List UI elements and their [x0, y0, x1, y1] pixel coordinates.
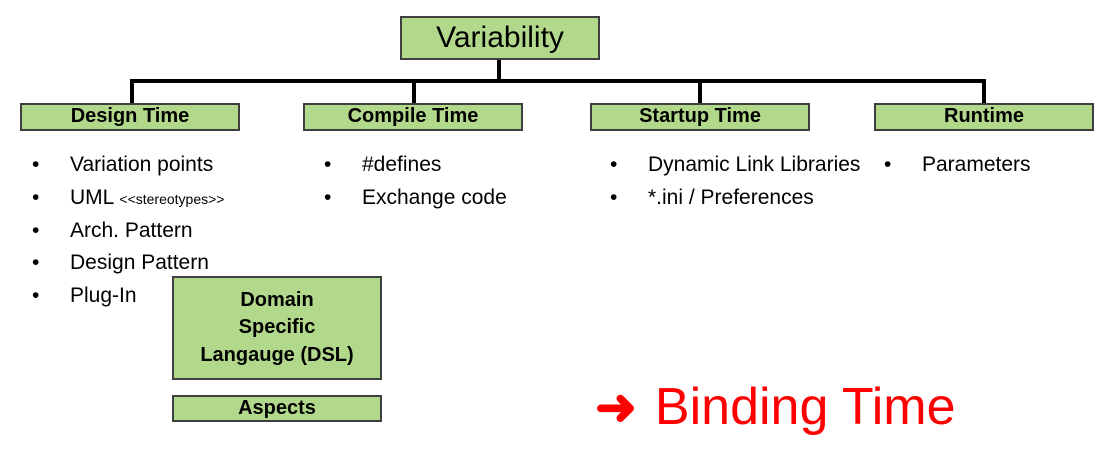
dsl-line-1: Domain	[240, 288, 314, 311]
binding-time-label: Binding Time	[654, 378, 956, 436]
node-design-time: Design Time	[20, 103, 240, 131]
node-compile-time: Compile Time	[303, 103, 523, 131]
bullet-glyph: •	[324, 153, 332, 176]
binding-time-callout: ➜ Binding Time	[595, 381, 956, 433]
node-variability-label: Variability	[436, 21, 564, 55]
node-domain-specific-language: Domain Specific Langauge (DSL)	[172, 276, 382, 380]
bullet-list-design-time: • Variation points • UML <<stereotypes>>…	[26, 150, 298, 314]
bullet-glyph: •	[324, 185, 332, 209]
connector-root-stem	[497, 60, 501, 82]
bullet-glyph: •	[32, 284, 40, 308]
bullet-glyph: •	[32, 251, 40, 275]
list-item: • Parameters	[878, 150, 1108, 180]
connector-drop-design-time	[130, 79, 134, 104]
list-item: • *.ini / Preferences	[604, 183, 866, 213]
list-item-note: <<stereotypes>>	[119, 190, 225, 207]
list-item: • UML <<stereotypes>>	[26, 183, 298, 213]
bullet-glyph: •	[610, 153, 618, 176]
connector-horizontal-bar	[130, 79, 985, 83]
bullet-list-startup-time: • Dynamic Link Libraries • *.ini / Prefe…	[604, 150, 866, 216]
bullet-glyph: •	[884, 153, 892, 176]
node-variability: Variability	[400, 16, 600, 60]
connector-drop-runtime	[982, 79, 986, 104]
node-aspects-label: Aspects	[238, 396, 316, 419]
connector-drop-startup-time	[698, 79, 702, 104]
list-item-text: *.ini / Preferences	[648, 185, 814, 209]
list-item: • Design Pattern	[26, 248, 298, 278]
node-runtime: Runtime	[874, 103, 1094, 131]
list-item: • Exchange code	[318, 183, 573, 213]
node-startup-time: Startup Time	[590, 103, 810, 131]
node-startup-time-label: Startup Time	[639, 105, 761, 128]
list-item: • #defines	[318, 150, 573, 180]
list-item: • Arch. Pattern	[26, 216, 298, 246]
bullet-glyph: •	[32, 218, 40, 242]
list-item-text: Arch. Pattern	[70, 218, 193, 242]
connector-drop-compile-time	[412, 79, 416, 104]
list-item-text: Variation points	[70, 153, 214, 176]
list-item-text: #defines	[362, 153, 442, 176]
list-item-text: Parameters	[922, 153, 1031, 176]
list-item: • Variation points	[26, 150, 298, 180]
node-compile-time-label: Compile Time	[347, 105, 479, 128]
node-runtime-label: Runtime	[944, 105, 1024, 128]
bullet-list-runtime: • Parameters	[878, 150, 1108, 183]
dsl-line-3: Langauge (DSL)	[200, 343, 354, 366]
right-arrow-icon: ➜	[595, 379, 637, 435]
list-item-text: Design Pattern	[70, 251, 209, 275]
list-item: • Dynamic Link Libraries	[604, 150, 866, 180]
list-item-text: Plug-In	[70, 284, 137, 308]
list-item: • Plug-In	[26, 281, 298, 311]
bullet-list-compile-time: • #defines • Exchange code	[318, 150, 573, 216]
list-item-text: UML	[70, 185, 114, 209]
node-aspects: Aspects	[172, 395, 382, 422]
bullet-glyph: •	[32, 153, 40, 176]
list-item-text: Dynamic Link Libraries	[648, 153, 861, 176]
node-design-time-label: Design Time	[70, 105, 190, 128]
bullet-glyph: •	[32, 185, 40, 209]
bullet-glyph: •	[610, 185, 618, 209]
dsl-line-2: Specific	[238, 316, 316, 339]
list-item-text: Exchange code	[362, 185, 507, 209]
